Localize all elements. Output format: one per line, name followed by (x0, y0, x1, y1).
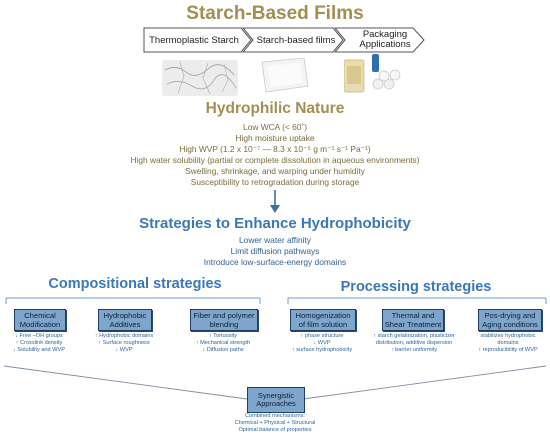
flow-step-packaging-line-2: Applications (359, 39, 411, 50)
flow-step-packaging: Packaging Applications (345, 30, 425, 50)
strategies-heading: Strategies to Enhance Hydrophobicity (139, 215, 411, 232)
card-additives-title-1: Hydrophobic (103, 311, 147, 320)
diagram-title: Starch-Based Films (186, 3, 364, 24)
card-homogenization-effect-3: ↑ surface hydrophobicity (291, 347, 353, 353)
card-aging-effects: stabilizes hydrophobic domains ↑ reprodu… (466, 333, 550, 354)
card-blending-effect-2: ↑ Mechanical strength (195, 340, 251, 346)
card-blending-effect-1: ↑ Tortuosity (208, 333, 238, 339)
strategy-goal-diffusion: Limit diffusion pathways (230, 246, 320, 256)
strategy-goal-water-affinity: Lower water affinity (239, 235, 311, 245)
card-blending-effects: ↑ Tortuosity ↑ Mechanical strength ↓ Dif… (186, 333, 260, 354)
card-aging-effect-2: domains (497, 340, 519, 346)
compositional-strategies-heading: Compositional strategies (48, 276, 222, 292)
card-thermal-title-1: Thermal and (391, 311, 435, 320)
card-homogenization-title-1: Homogenization (295, 311, 351, 320)
flow-step-1-shape (143, 27, 252, 53)
card-aging-title-2: Aging conditions (482, 320, 538, 329)
hydrophilic-line-retrogradation: Susceptibility to retrogradation during … (190, 177, 360, 187)
synergistic-title-1: Synergistic (257, 390, 295, 400)
card-thermal-effects: ↑ starch gelatinization, plasticizer dis… (368, 333, 460, 354)
card-homogenization-title-2: of film solution (298, 320, 348, 329)
hydrophilic-line-wca: Low WCA (< 60˚) (243, 122, 307, 132)
card-additives-effect-3: ↓ WVP (115, 347, 133, 353)
card-chemical-title-2: Modification (19, 320, 61, 329)
card-homogenization-effects: ↑ phase structure ↓ WVP ↑ surface hydrop… (282, 333, 362, 354)
hydrophilic-line-moisture: High moisture uptake (235, 133, 315, 143)
card-additives-effects: ↑ Hydrophobic domains ↑ Surface roughnes… (86, 333, 162, 354)
card-homogenization-effect-1: ↑ phase structure (300, 333, 344, 339)
hydrophilic-line-wvp: High WVP (1.2 x 10⁻⁷ — 8.3 x 10⁻⁵ g m⁻¹ … (179, 144, 371, 154)
card-blending-title-1: Fiber and polymer (193, 311, 255, 320)
card-thermal-effect-3: ↑ barrier uniformity (390, 347, 438, 353)
synergistic-note-1: Combined mechanisms: (244, 413, 305, 419)
card-blending-effect-3: ↓ Diffusion paths (202, 347, 244, 353)
card-aging-effect-1: stabilizes hydrophobic (480, 333, 536, 339)
card-chemical-title-1: Chemical (24, 311, 56, 320)
flow-step-packaging-line-1: Packaging (362, 29, 408, 40)
card-chemical-effects: ↓ Free –OH groups ↑ Crosslink density ↓ … (4, 333, 74, 354)
flow-step-2-shape (241, 27, 344, 53)
synergistic-note-2: Chemical + Physical + Structural (234, 419, 316, 426)
flow-step-starch-based-films: Starch-based films (256, 35, 336, 46)
film-sheet-image (261, 57, 309, 93)
hydrophilic-nature-heading: Hydrophilic Nature (205, 100, 345, 117)
synergistic-notes: Combined mechanisms: Chemical + Physical… (200, 413, 350, 433)
card-aging-effect-3: ↑ reproducibility of WVP (478, 347, 538, 353)
card-thermal-title-2: Shear Treatment (384, 320, 442, 329)
packaging-samples-image (344, 54, 401, 93)
flow-step-thermoplastic-starch: Thermoplastic Starch (149, 35, 239, 46)
card-additives-effect-1: ↑ Hydrophobic domains (94, 333, 154, 339)
flow-step-3-shape (333, 27, 425, 53)
processing-strategies-heading: Processing strategies (340, 279, 492, 295)
down-arrow-icon (270, 190, 280, 213)
card-additives-title-2: Additives (109, 320, 141, 329)
card-chemical-effect-3: ↓ Solubility and WVP (13, 347, 65, 353)
card-thermal-effect-2: distribution, additive dispersion (375, 340, 453, 346)
synergistic-title-2: Approaches (256, 399, 296, 408)
card-blending-title-2: blending (209, 320, 239, 329)
card-aging-title-1: Pos-drying and (484, 311, 536, 320)
card-chemical-effect-1: ↓ Free –OH groups (15, 333, 63, 339)
card-homogenization-effect-2: ↓ WVP (313, 340, 331, 346)
starch-granule-micrograph-image (162, 60, 238, 96)
hydrophilic-line-solubility: High water solubility (partial or comple… (130, 155, 420, 165)
synergistic-note-3: Optimal balance of properties (238, 426, 312, 433)
strategy-goal-surface-energy: Introduce low-surface-energy domains (203, 257, 347, 267)
card-additives-effect-2: ↑ Surface roughness (98, 340, 150, 346)
card-thermal-effect-1: ↑ starch gelatinization, plasticizer (373, 333, 455, 339)
hydrophilic-line-swelling: Swelling, shrinkage, and warping under h… (185, 166, 365, 176)
card-chemical-effect-2: ↑ Crosslink density (15, 340, 63, 346)
process-flow (143, 27, 425, 53)
